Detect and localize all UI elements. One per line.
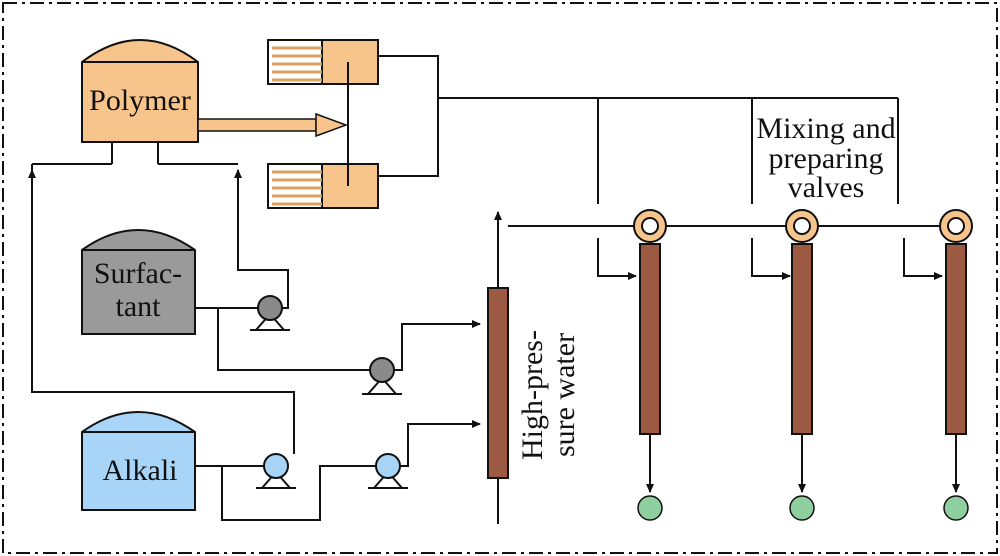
mixing-label-line2: preparing — [769, 142, 884, 175]
polymer-mixer-bottom — [267, 163, 379, 209]
polymer-mixer-top — [267, 39, 379, 85]
mixing-unit-2 — [751, 209, 819, 521]
alkali-tank: Alkali — [81, 411, 196, 511]
outlet-2 — [789, 495, 815, 521]
outlet-3 — [943, 495, 969, 521]
mixing-label-line1: Mixing and — [756, 112, 895, 145]
mixing-label-line3: valves — [788, 171, 865, 204]
pump-surfactant-1 — [250, 295, 290, 331]
high-pressure-column — [487, 287, 509, 479]
mixing-valves-label: Mixing and preparing valves — [756, 112, 895, 204]
alkali-label: Alkali — [103, 454, 178, 487]
high-pressure-label-line2: sure water — [548, 333, 581, 457]
mixing-unit-1 — [597, 209, 667, 521]
surfactant-tank: Surfac- tant — [81, 229, 196, 335]
mixing-unit-3 — [903, 209, 973, 521]
pump-alkali-1 — [256, 453, 296, 489]
pump-alkali-2 — [368, 453, 408, 489]
polymer-tank: Polymer — [81, 39, 199, 143]
polymer-feed-arrow — [197, 112, 349, 138]
outlet-1 — [637, 495, 663, 521]
surfactant-label-line2: tant — [116, 290, 162, 323]
pump-surfactant-2 — [362, 357, 402, 395]
surfactant-label-line1: Surfac- — [94, 257, 182, 290]
polymer-label: Polymer — [89, 84, 191, 117]
high-pressure-label-line1: High-pres- — [516, 330, 549, 460]
high-pressure-water-label: High-pres- sure water — [516, 330, 581, 460]
